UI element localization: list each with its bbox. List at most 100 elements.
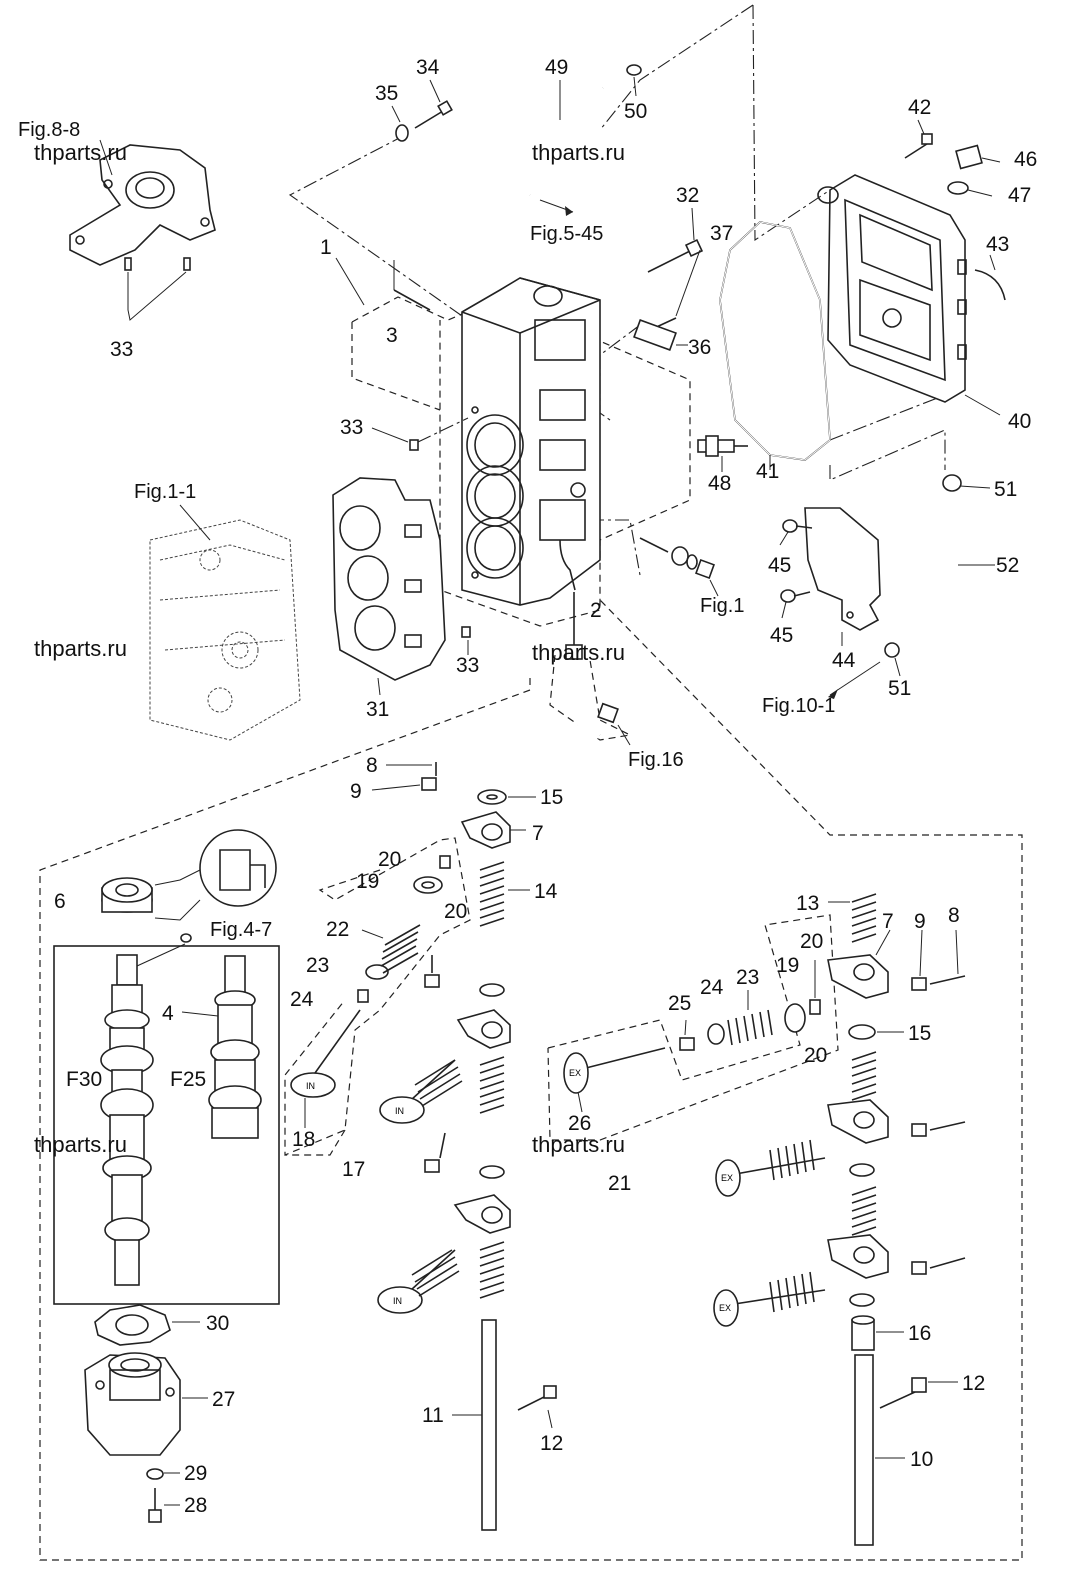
spring-13 bbox=[828, 893, 877, 943]
nut-center-2 bbox=[424, 955, 440, 988]
label-part-20-d: 20 bbox=[804, 1044, 827, 1067]
stud-3 bbox=[393, 260, 431, 311]
valve-mark-ex-2: EX bbox=[721, 1173, 733, 1183]
label-part-7-center: 7 bbox=[532, 822, 544, 845]
cylinder-head-1 bbox=[461, 277, 601, 606]
label-part-24-right: 24 bbox=[700, 976, 724, 999]
label-part-1: 1 bbox=[320, 236, 332, 259]
oil-seal-6 bbox=[101, 869, 201, 921]
dowel-pin-33-left bbox=[124, 257, 191, 321]
rocker-shaft-10 bbox=[854, 1354, 905, 1546]
ref-fig-10-1: Fig.10-1 bbox=[762, 695, 835, 717]
watermark-1: thparts.ru bbox=[34, 140, 127, 165]
hose-43 bbox=[974, 254, 1006, 301]
screw-8-right bbox=[929, 929, 966, 985]
valve-group-21-outline bbox=[547, 914, 839, 1141]
valve-mark-in-1: IN bbox=[306, 1081, 315, 1091]
label-part-2: 2 bbox=[590, 599, 602, 622]
spring-23-left bbox=[361, 924, 421, 974]
label-part-19-left: 19 bbox=[356, 870, 379, 893]
label-part-45-lower: 45 bbox=[770, 624, 793, 647]
label-part-21: 21 bbox=[608, 1172, 631, 1195]
nut-9-top bbox=[371, 777, 437, 791]
intake-valve-18 bbox=[290, 1009, 361, 1128]
label-part-33-left: 33 bbox=[110, 338, 133, 361]
washer-15-top bbox=[477, 789, 536, 805]
gasket-31 bbox=[332, 477, 446, 696]
spring-center-2 bbox=[479, 1056, 505, 1114]
label-part-31: 31 bbox=[366, 698, 389, 721]
camshaft-f30 bbox=[100, 943, 186, 1286]
hose-52 bbox=[893, 492, 995, 655]
bolt-28 bbox=[148, 1488, 180, 1523]
valve-mark-in-3: IN bbox=[393, 1296, 402, 1306]
label-part-28: 28 bbox=[184, 1494, 207, 1517]
variant-f25: F25 bbox=[170, 1068, 206, 1091]
watermark-5: thparts.ru bbox=[34, 1132, 127, 1157]
watermarks: thparts.ru thparts.ru thparts.ru thparts… bbox=[34, 140, 625, 1157]
rocker-arm-center-2 bbox=[456, 1009, 511, 1049]
label-part-20-a: 20 bbox=[378, 848, 401, 871]
watermark-6: thparts.ru bbox=[532, 1132, 625, 1157]
valve-mark-ex-1: EX bbox=[569, 1068, 581, 1078]
exhaust-valve-2 bbox=[715, 1139, 826, 1197]
label-part-11: 11 bbox=[422, 1404, 444, 1427]
label-part-7-right: 7 bbox=[882, 910, 894, 933]
hose-49 bbox=[489, 80, 606, 216]
seal-24-right bbox=[707, 1023, 725, 1045]
washer-center-2 bbox=[479, 983, 505, 997]
part-labels: 34 35 49 50 42 46 47 32 37 43 1 33 3 36 … bbox=[54, 56, 1037, 1517]
camshaft-f25 bbox=[181, 955, 262, 1139]
label-part-37: 37 bbox=[710, 222, 733, 245]
label-part-22: 26 bbox=[568, 1112, 591, 1135]
intake-valve-3 bbox=[377, 1249, 460, 1314]
washer-15-right bbox=[848, 1024, 904, 1040]
label-part-50: 50 bbox=[624, 100, 647, 123]
spring-23-right bbox=[727, 990, 773, 1046]
label-part-8-right: 8 bbox=[948, 904, 960, 927]
cover-40 bbox=[817, 174, 1001, 416]
anode-parts bbox=[639, 537, 719, 597]
label-part-4: 4 bbox=[162, 1002, 174, 1025]
label-part-9-top: 9 bbox=[350, 780, 362, 803]
label-part-51-upper: 51 bbox=[994, 478, 1017, 501]
rocker-arm-right-2 bbox=[827, 1099, 966, 1144]
bracket-fig-8-8 bbox=[69, 139, 216, 266]
label-part-29: 29 bbox=[184, 1462, 207, 1485]
label-part-52: 52 bbox=[996, 554, 1019, 577]
clip-51-lower bbox=[828, 642, 901, 699]
label-part-23-left: 22 bbox=[326, 918, 349, 941]
label-part-45-upper: 45 bbox=[768, 554, 791, 577]
bolt-45-lower bbox=[780, 589, 811, 619]
watermark-4: thparts.ru bbox=[532, 640, 625, 665]
dowel-33-upper bbox=[371, 417, 469, 451]
nut-9-right bbox=[911, 929, 927, 991]
label-part-10: 10 bbox=[910, 1448, 933, 1471]
spacer-16 bbox=[851, 1315, 904, 1351]
label-part-35: 35 bbox=[375, 82, 398, 105]
watermark-2: thparts.ru bbox=[532, 140, 625, 165]
valve-marks: IN IN IN EX EX EX bbox=[306, 1068, 733, 1313]
watermark-3: thparts.ru bbox=[34, 636, 127, 661]
spring-right-2 bbox=[851, 1051, 877, 1101]
label-part-9-right: 9 bbox=[914, 910, 926, 933]
retainer-19-left bbox=[413, 876, 443, 894]
label-part-19-right: 19 bbox=[776, 954, 799, 977]
valve-group-17-outline bbox=[284, 837, 471, 1156]
detail-circle-fig-4-7 bbox=[199, 829, 277, 907]
valve-mark-ex-3: EX bbox=[719, 1303, 731, 1313]
ref-fig-16: Fig.16 bbox=[628, 749, 684, 771]
bolt-12-left bbox=[517, 1385, 557, 1429]
label-part-40: 40 bbox=[1008, 410, 1031, 433]
label-part-16: 16 bbox=[908, 1322, 931, 1345]
exhaust-valve-3 bbox=[713, 1271, 826, 1327]
label-part-34: 34 bbox=[416, 56, 440, 79]
hose-fig-16 bbox=[549, 654, 632, 746]
label-part-23-right: 23 bbox=[736, 966, 759, 989]
label-part-20-b: 20 bbox=[444, 900, 467, 923]
label-part-6: 6 bbox=[54, 890, 66, 913]
rocker-arm-center-3 bbox=[453, 1194, 511, 1234]
washer-35 bbox=[391, 105, 409, 142]
ref-fig-8-8: Fig.8-8 bbox=[18, 119, 80, 141]
